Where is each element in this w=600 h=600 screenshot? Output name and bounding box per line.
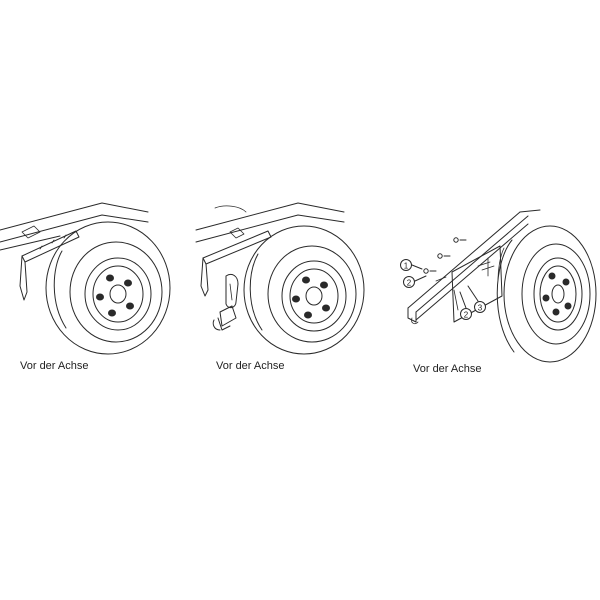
callout-2-lower: 2 [459,291,472,320]
panel-3: 1 2 2 3 [400,209,597,363]
chassis-frame [195,202,345,243]
mounting-bracket [451,245,503,323]
mounting-bracket [200,230,272,297]
panel-1-caption: Vor der Achse [20,360,89,372]
chassis-frame [0,202,149,251]
callout-1: 1 [400,259,423,271]
mounting-bracket [19,230,80,301]
panel-2 [195,202,365,355]
wheel [243,225,365,355]
svg-text:3: 3 [478,304,483,313]
spare-wheel-winch [212,273,239,331]
wheel [45,221,171,355]
wheel [496,225,597,363]
panel-1 [0,202,171,355]
panel-2-caption: Vor der Achse [216,360,285,372]
callout-3: 3 [467,285,486,313]
callout-2-upper: 2 [403,275,427,288]
callouts: 1 2 2 3 [400,259,486,320]
svg-text:2: 2 [464,311,469,320]
svg-text:1: 1 [404,262,409,271]
svg-text:2: 2 [407,279,412,288]
chassis-frame [407,209,541,325]
hardware-bolts [423,237,495,282]
panel-3-caption: Vor der Achse [413,363,482,375]
